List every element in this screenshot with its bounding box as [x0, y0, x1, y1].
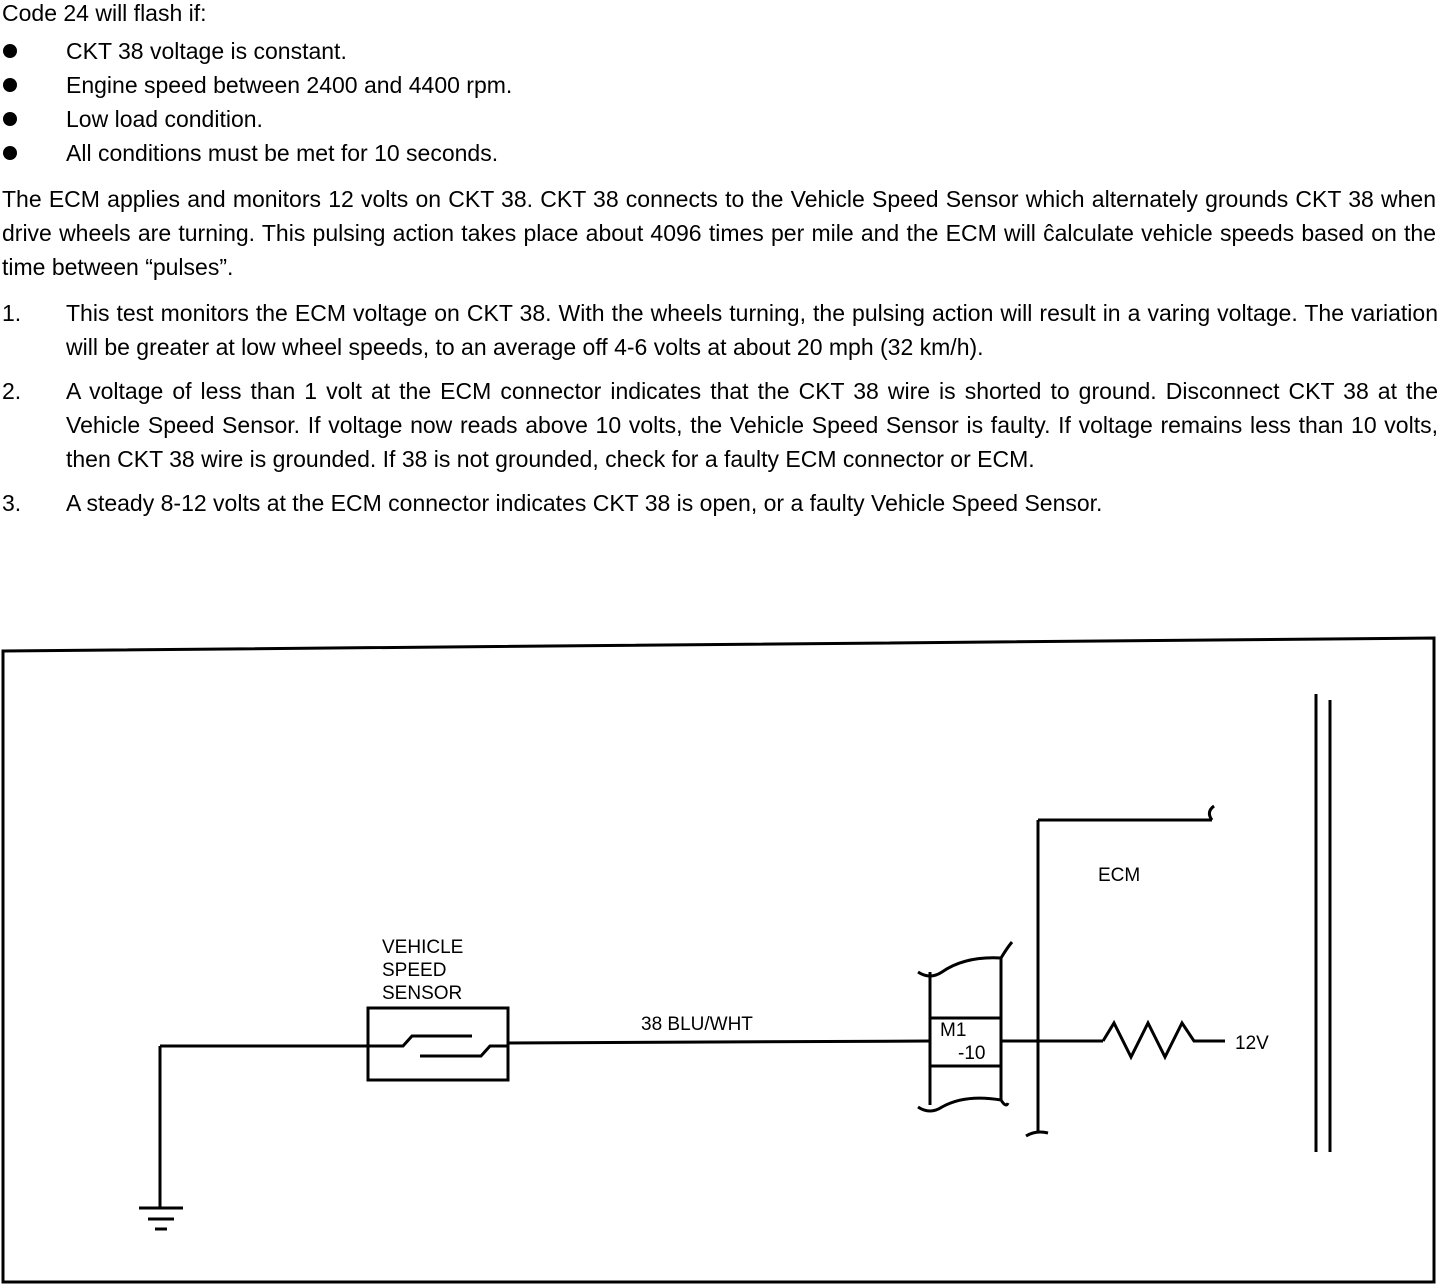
- condition-item: CKT 38 voltage is constant.: [0, 34, 512, 68]
- step-number: 3.: [2, 490, 22, 516]
- wire-label: 38 BLU/WHT: [641, 1014, 753, 1035]
- condition-text: Engine speed between 2400 and 4400 rpm.: [66, 72, 513, 98]
- ground-symbol: [139, 1046, 183, 1231]
- condition-text: All conditions must be met for 10 second…: [66, 140, 499, 166]
- connector-pin-label: M1: [940, 1020, 966, 1041]
- condition-item: Engine speed between 2400 and 4400 rpm.: [0, 68, 512, 102]
- intro-heading: Code 24 will flash if:: [2, 0, 207, 26]
- connector-pin-label: -10: [958, 1043, 985, 1064]
- sensor-label-line: SPEED: [382, 960, 446, 981]
- condition-text: Low load condition.: [66, 106, 263, 132]
- step-item: 1. This test monitors the ECM voltage on …: [0, 296, 1438, 364]
- diagram-frame: [1, 636, 1436, 1284]
- condition-item: Low load condition.: [0, 102, 512, 136]
- ecm-boundary: [1025, 804, 1215, 1138]
- condition-item: All conditions must be met for 10 second…: [0, 136, 512, 170]
- bullet-icon: [3, 146, 17, 160]
- supply-voltage-label: 12V: [1235, 1033, 1269, 1054]
- step-list: 1. This test monitors the ECM voltage on …: [0, 296, 1438, 530]
- bullet-icon: [3, 44, 17, 58]
- step-text: A voltage of less than 1 volt at the ECM…: [66, 378, 1438, 472]
- step-text: A steady 8-12 volts at the ECM connector…: [66, 490, 1103, 516]
- ecm-connector: [917, 941, 1014, 1113]
- description-paragraph: The ECM applies and monitors 12 volts on…: [2, 186, 1436, 280]
- vehicle-speed-sensor: VEHICLE SPEED SENSOR: [366, 937, 510, 1082]
- sensor-label-line: VEHICLE: [382, 937, 463, 958]
- step-item: 3. A steady 8-12 volts at the ECM connect…: [0, 486, 1438, 520]
- step-number: 2.: [2, 378, 22, 404]
- sensor-label-line: SENSOR: [382, 983, 462, 1004]
- step-item: 2. A voltage of less than 1 volt at the E…: [0, 374, 1438, 476]
- step-text: This test monitors the ECM voltage on CK…: [66, 300, 1438, 360]
- step-number: 1.: [2, 300, 22, 326]
- module-edge-lines: [1314, 694, 1332, 1152]
- pull-up-resistor: [1101, 1019, 1225, 1061]
- bullet-icon: [3, 78, 17, 92]
- condition-text: CKT 38 voltage is constant.: [66, 38, 347, 64]
- circuit-38-wire: [507, 1039, 931, 1045]
- bullet-icon: [3, 112, 17, 126]
- ecm-label: ECM: [1098, 865, 1140, 886]
- condition-list: CKT 38 voltage is constant. Engine speed…: [0, 34, 512, 170]
